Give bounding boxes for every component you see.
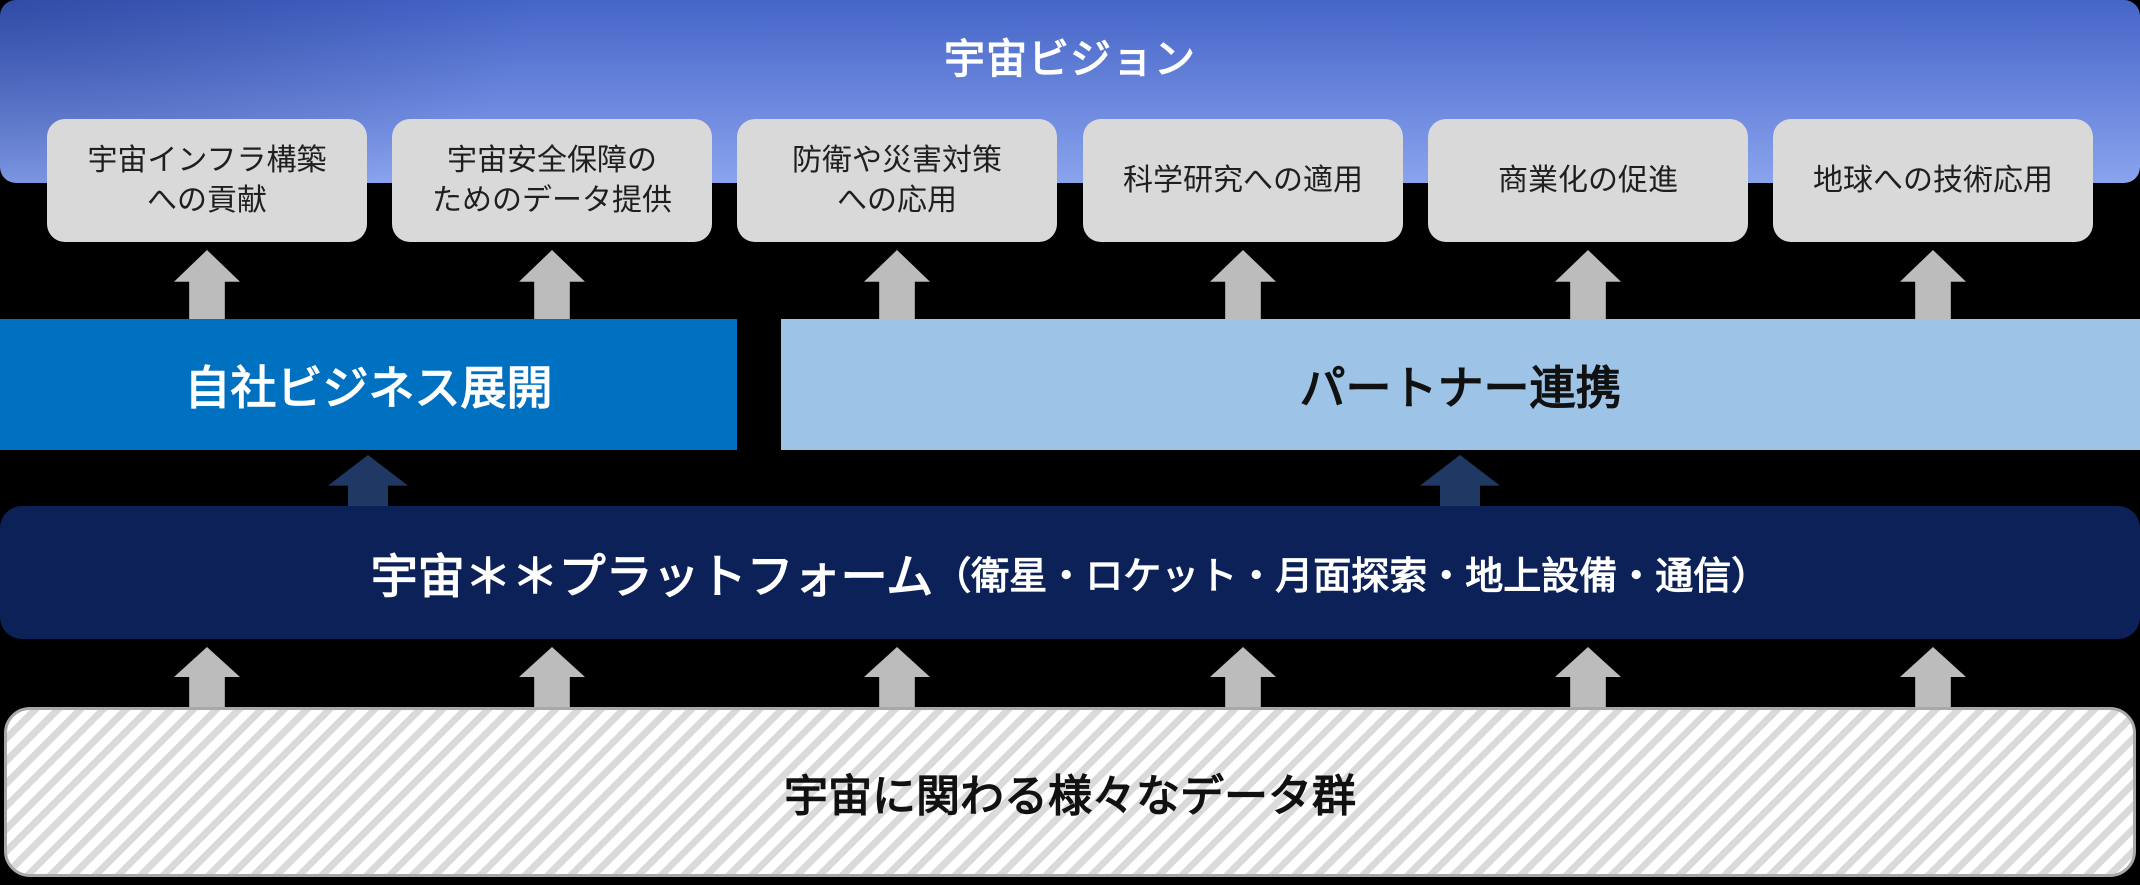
data-sources-box: 宇宙に関わる様々なデータ群 [4, 707, 2136, 877]
vision-box-label: 宇宙安全保障の ためのデータ提供 [432, 143, 672, 217]
up-arrow-icon [174, 647, 240, 707]
platform-bar-detail-label: （衛星・ロケット・月面探索・地上設備・通信） [933, 556, 1770, 598]
data-sources-box-label: 宇宙に関わる様々なデータ群 [784, 772, 1356, 821]
vision-box-earth-technology: 地球への技術応用 [1773, 119, 2093, 242]
platform-bar-main-label: 宇宙＊＊プラットフォーム [370, 550, 934, 603]
vision-box-label: 宇宙インフラ構築 への貢献 [87, 143, 327, 217]
vision-box-space-infrastructure: 宇宙インフラ構築 への貢献 [47, 119, 367, 242]
up-arrow-icon [864, 647, 930, 707]
own-business-bar-label: 自社ビジネス展開 [184, 361, 553, 414]
up-arrow-icon [1555, 250, 1621, 319]
up-arrow-icon [1555, 647, 1621, 707]
vision-box-label: 商業化の促進 [1498, 163, 1678, 197]
up-arrow-icon [864, 250, 930, 319]
up-arrow-icon [1900, 647, 1966, 707]
vision-box-science-research: 科学研究への適用 [1083, 119, 1403, 242]
up-arrow-icon [1900, 250, 1966, 319]
vision-box-label: 地球への技術応用 [1813, 163, 2053, 197]
platform-bar: 宇宙＊＊プラットフォーム（衛星・ロケット・月面探索・地上設備・通信） [0, 506, 2140, 639]
vision-box-label: 防衛や災害対策 への応用 [792, 143, 1002, 217]
partner-bar: パートナー連携 [781, 319, 2140, 450]
up-arrow-icon [519, 647, 585, 707]
vision-box-space-security: 宇宙安全保障の ためのデータ提供 [392, 119, 712, 242]
vision-box-label: 科学研究への適用 [1123, 163, 1363, 197]
up-arrow-icon [1210, 250, 1276, 319]
up-arrow-icon [519, 250, 585, 319]
vision-banner-title: 宇宙ビジョン [944, 36, 1196, 82]
up-arrow-icon [1420, 455, 1500, 506]
up-arrow-icon [174, 250, 240, 319]
vision-box-commercialization: 商業化の促進 [1428, 119, 1748, 242]
vision-banner-title-wrap: 宇宙ビジョン [0, 0, 2140, 110]
vision-box-defense-disaster: 防衛や災害対策 への応用 [737, 119, 1057, 242]
up-arrow-icon [328, 455, 408, 506]
own-business-bar: 自社ビジネス展開 [0, 319, 737, 450]
up-arrow-icon [1210, 647, 1276, 707]
partner-bar-label: パートナー連携 [1299, 361, 1622, 414]
